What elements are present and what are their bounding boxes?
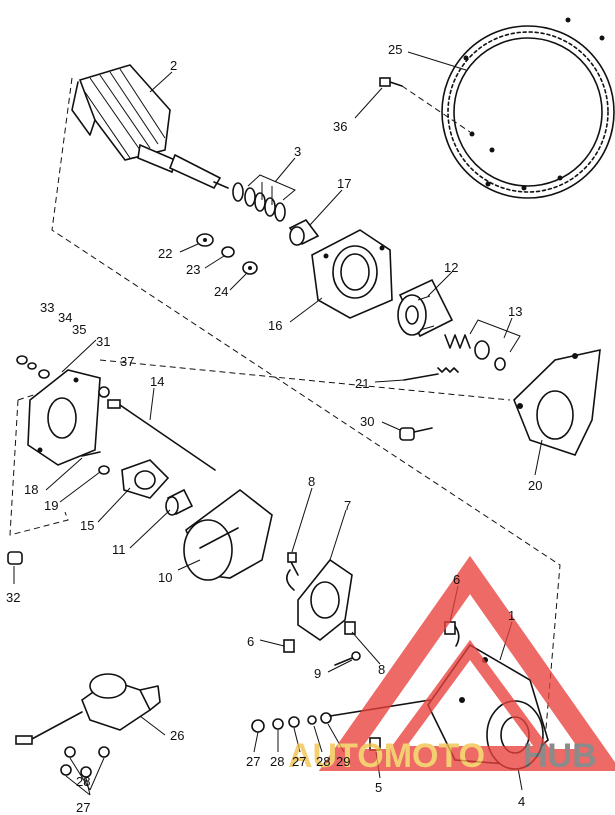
- callout-25: 25: [388, 42, 402, 57]
- screw-9: [334, 651, 361, 666]
- callout-9: 9: [314, 666, 321, 681]
- end-bracket-31: [27, 369, 101, 466]
- callout-8-lower: 8: [378, 662, 385, 677]
- callout-31: 31: [96, 334, 110, 349]
- armature: [71, 64, 229, 190]
- callout-10: 10: [158, 570, 172, 585]
- spring-13: [444, 319, 521, 371]
- through-bolt-14: [107, 399, 216, 471]
- bolt-32: [7, 551, 23, 565]
- callout-36: 36: [333, 119, 347, 134]
- callout-23: 23: [186, 262, 200, 277]
- front-housing-16: [311, 229, 393, 319]
- callout-26: 26: [170, 728, 184, 743]
- watermark-logo: AUTOMOTO HUB: [288, 555, 615, 775]
- callout-28-b: 28: [316, 754, 330, 769]
- callout-4: 4: [518, 794, 525, 809]
- callout-1: 1: [508, 608, 515, 623]
- bolt-30: [399, 427, 433, 441]
- callout-29: 29: [336, 754, 350, 769]
- screws-18-19: [81, 451, 110, 475]
- callout-11: 11: [112, 542, 126, 557]
- callout-24: 24: [214, 284, 228, 299]
- terminal-hardware-27-28-29: [251, 699, 431, 733]
- callout-12: 12: [444, 260, 458, 275]
- callout-28-a: 28: [270, 754, 284, 769]
- callout-labels: 2 3 17 25 36 22 23 24 16 12 13 21 30 20 …: [6, 42, 542, 815]
- callout-18: 18: [24, 482, 38, 497]
- watermark-word-automoto: AUTOMOTO: [288, 737, 485, 775]
- callout-5: 5: [375, 780, 382, 795]
- brush-holder-7: [286, 552, 353, 641]
- watermark-word-hub: HUB: [523, 737, 597, 775]
- callout-27-c: 27: [76, 800, 90, 815]
- bushing-17: [288, 218, 320, 246]
- callout-17: 17: [337, 176, 351, 191]
- callout-8-upper: 8: [308, 474, 315, 489]
- callout-7: 7: [344, 498, 351, 513]
- callout-15: 15: [80, 518, 94, 533]
- callout-34: 34: [58, 310, 72, 325]
- callout-30: 30: [360, 414, 374, 429]
- callout-37: 37: [120, 354, 134, 369]
- callout-20: 20: [528, 478, 542, 493]
- callout-28-c: 28: [76, 774, 90, 789]
- callout-2: 2: [170, 58, 177, 73]
- callout-21: 21: [355, 376, 369, 391]
- brush-8: [344, 621, 356, 635]
- bushing-11: [165, 488, 194, 516]
- field-yoke-10: [183, 488, 273, 581]
- starter-drive-12: [397, 278, 454, 338]
- callout-16: 16: [268, 318, 282, 333]
- brush-plate-15: [121, 459, 170, 499]
- washers-22-23-24: [196, 233, 258, 275]
- adjust-screw-21: [403, 367, 459, 381]
- callout-19: 19: [44, 498, 58, 513]
- callout-3: 3: [294, 144, 301, 159]
- bolt-36: [379, 77, 471, 133]
- nuts-washers-33-34-35: [16, 355, 110, 398]
- callout-35: 35: [72, 322, 86, 337]
- callout-6-right: 6: [453, 572, 460, 587]
- callout-27-a: 27: [246, 754, 260, 769]
- washer-stack-3: [232, 174, 296, 222]
- callout-32: 32: [6, 590, 20, 605]
- callout-22: 22: [158, 246, 172, 261]
- callout-14: 14: [150, 374, 164, 389]
- ring-gear: [441, 17, 615, 199]
- mounting-bracket-20: [513, 348, 601, 456]
- starter-solenoid-26: [15, 673, 161, 778]
- callout-27-b: 27: [292, 754, 306, 769]
- callout-13: 13: [508, 304, 522, 319]
- callout-6-left: 6: [247, 634, 254, 649]
- callout-33: 33: [40, 300, 54, 315]
